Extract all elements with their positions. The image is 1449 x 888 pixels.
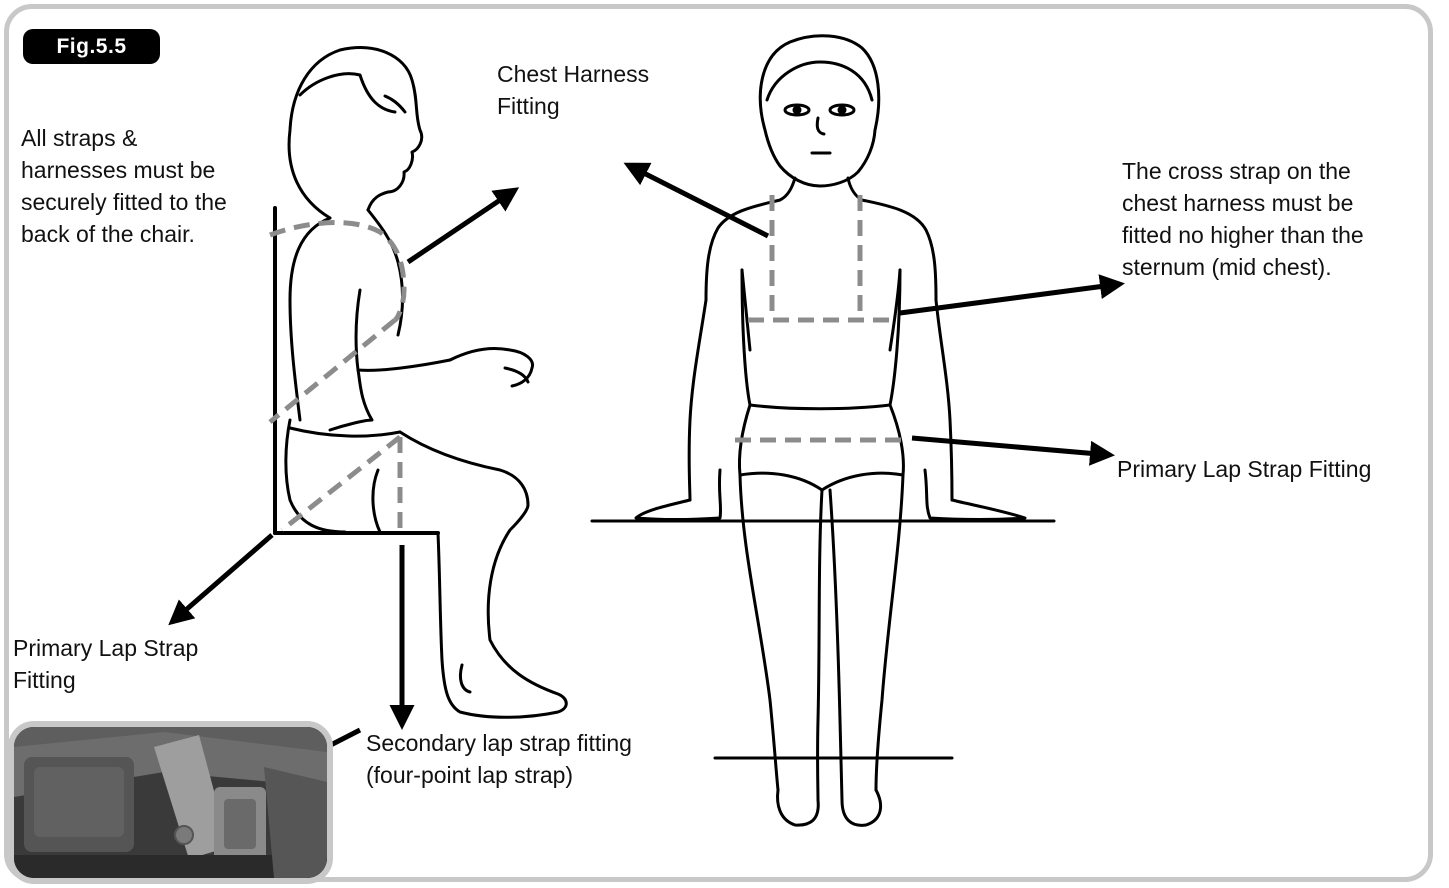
primary-lap-strap-side-label: Primary Lap Strap Fitting	[13, 632, 198, 696]
chest-harness-label: Chest Harness Fitting	[497, 58, 649, 122]
arrow-primary-lap-side	[172, 535, 272, 622]
secondary-lap-strap-label: Secondary lap strap fitting (four-point …	[366, 727, 632, 791]
front-view-child	[592, 36, 1054, 826]
arrow-cross-strap	[900, 284, 1120, 313]
arrow-chest-side	[408, 190, 515, 262]
pointer-arrows	[172, 165, 1120, 770]
side-view-child	[275, 48, 566, 718]
lap-strap-buckle-photo	[8, 721, 333, 884]
side-view-strap-lines	[270, 223, 404, 533]
lap-strap-buckle-photo-icon	[14, 727, 327, 878]
arrow-chest-front	[628, 165, 768, 236]
primary-lap-strap-front-label: Primary Lap Strap Fitting	[1117, 453, 1371, 485]
cross-strap-note-label: The cross strap on the chest harness mus…	[1122, 155, 1364, 283]
arrow-primary-lap-front	[912, 438, 1110, 455]
straps-note-label: All straps & harnesses must be securely …	[21, 122, 227, 250]
